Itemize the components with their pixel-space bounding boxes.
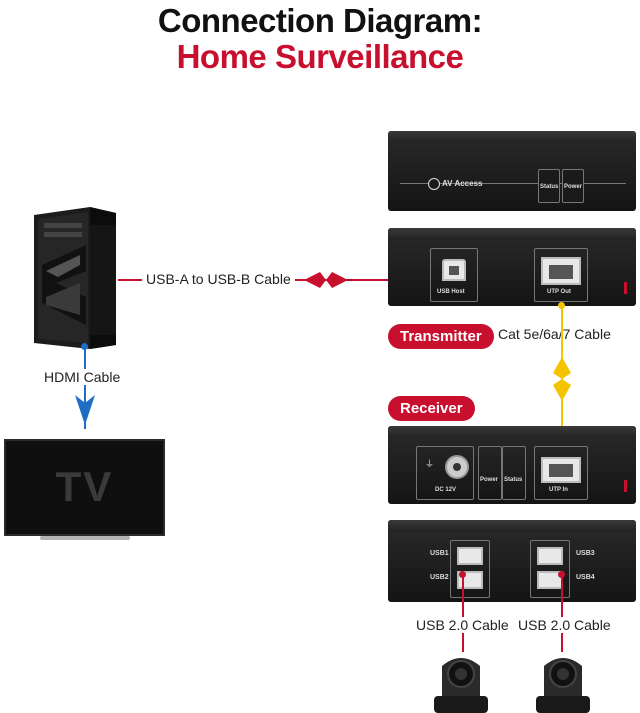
usb-panel-top [388, 520, 636, 532]
usb-ab-double-arrow-icon [304, 272, 348, 288]
device-front-rule [400, 183, 626, 184]
ptz-camera-left-icon [434, 658, 488, 713]
rx-status-led-frame: Status [502, 446, 526, 500]
receiver-red-stripe [624, 480, 627, 492]
rx-power-label: Power [480, 477, 499, 483]
rj45-out-port [541, 257, 581, 285]
utp-out-label: UTP Out [547, 289, 571, 295]
utp-out-dot [558, 302, 565, 309]
transmitter-red-stripe [624, 282, 627, 294]
status-label: Status [540, 184, 559, 190]
usb2-right-line [561, 577, 563, 652]
diagram-subtitle: Home Surveillance [176, 38, 464, 75]
tv-label: TV [55, 463, 114, 510]
device-front-panel: AV Access Status Power [388, 131, 636, 211]
usb2-left-label: USB 2.0 Cable [414, 617, 511, 633]
receiver-pill: Receiver [388, 396, 475, 421]
status-led-frame: Status [538, 169, 560, 203]
device-front-top [388, 131, 636, 143]
tv: TV [4, 439, 165, 544]
receiver-unit: ⏚ DC 12V Power Status UTP In [388, 426, 636, 504]
usb2-right-label: USB 2.0 Cable [516, 617, 613, 633]
usb-ab-cable-label: USB-A to USB-B Cable [142, 271, 295, 287]
rj45-in-port [541, 457, 581, 483]
usb4-label: USB4 [576, 574, 595, 581]
pc-hdmi-dot [81, 343, 88, 350]
rj45-out-inner [549, 265, 573, 279]
dc-label: DC 12V [435, 487, 457, 493]
av-access-brand: AV Access [442, 179, 483, 188]
diagram-title: Connection Diagram: [157, 2, 483, 39]
usb2-left-line [462, 577, 464, 652]
receiver-top [388, 426, 636, 438]
pc-tower-graphic [34, 207, 116, 349]
usb-host-label: USB Host [437, 289, 465, 295]
rx-status-label: Status [504, 477, 523, 483]
dc-polarity-icon: ⏚ [425, 459, 435, 469]
av-access-logo-icon [428, 178, 440, 190]
power-led-frame: Power [562, 169, 584, 203]
hdmi-arrow-icon [75, 395, 95, 425]
rj45-in-inner [549, 464, 573, 477]
usb-left-port-frame [450, 540, 490, 598]
tv-screen: TV [4, 439, 165, 536]
usb-b-port [442, 259, 466, 281]
usb-host-port-frame: USB Host [430, 248, 478, 302]
usb2-right-dot [558, 571, 565, 578]
dc-jack-center [453, 463, 461, 471]
dc-port-frame: ⏚ DC 12V [416, 446, 474, 500]
transmitter-unit: USB Host UTP Out [388, 228, 636, 306]
hdmi-cable-line [84, 349, 86, 429]
utp-in-label: UTP In [549, 487, 568, 493]
utp-out-port-frame: UTP Out [534, 248, 588, 302]
receiver-usb-panel: USB1 USB2 USB3 USB4 [388, 520, 636, 602]
usb3-port [537, 547, 563, 565]
usb2-label: USB2 [430, 574, 449, 581]
ptz-camera-right-icon [536, 658, 590, 713]
utp-in-port-frame: UTP In [534, 446, 588, 500]
dc-power-jack [445, 455, 469, 479]
transmitter-top [388, 228, 636, 240]
pc-tower [28, 205, 120, 350]
usb3-label: USB3 [576, 550, 595, 557]
cat-cable-label: Cat 5e/6a/7 Cable [498, 326, 611, 342]
rx-power-led-frame: Power [478, 446, 502, 500]
usb-b-port-inner [449, 266, 459, 275]
cat-double-arrow-icon [553, 357, 571, 401]
transmitter-pill: Transmitter [388, 324, 494, 349]
usb1-port [457, 547, 483, 565]
usb1-label: USB1 [430, 550, 449, 557]
power-label: Power [564, 184, 583, 190]
usb2-left-dot [459, 571, 466, 578]
hdmi-cable-label: HDMI Cable [42, 369, 123, 385]
tv-stand [40, 536, 130, 540]
usb-right-port-frame [530, 540, 570, 598]
